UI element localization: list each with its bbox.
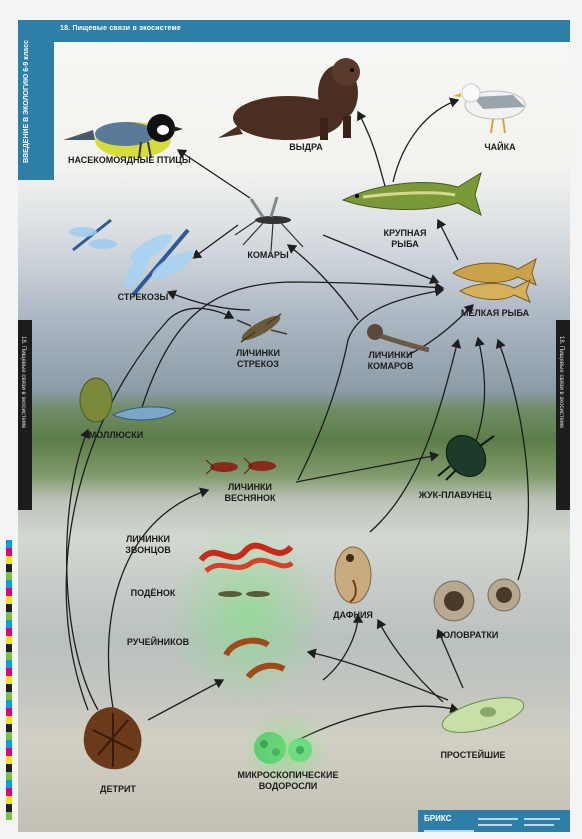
arrow-algae-to-daphnia [323, 615, 358, 680]
food-web-poster: 18. Пищевые связи в экосистеме ВВЕДЕНИЕ … [18, 20, 570, 832]
arrow-detritus-to-molluscs [67, 430, 98, 710]
detritus-icon [78, 705, 148, 775]
color-calibration-strip [6, 540, 12, 820]
footer-line [478, 824, 512, 826]
arrow-stonefly-to-smallfish [298, 290, 443, 480]
stonefly-larva-icon [206, 452, 286, 482]
publisher-logo: БРИКС [424, 814, 451, 823]
label-dragonflies: СТРЕКОЗЫ [103, 292, 183, 303]
label-insect-birds: НАСЕКОМОЯДНЫЕ ПТИЦЫ [68, 155, 178, 166]
label-otter: ВЫДРА [276, 142, 336, 153]
label-mayflies: ПОДЁНОК [118, 588, 188, 599]
dragonfly-larva-icon [231, 308, 291, 348]
label-protozoa: ПРОСТЕЙШИЕ [418, 750, 528, 761]
gull-icon [453, 75, 543, 145]
footer-line [524, 824, 554, 826]
mayfly-larva-icon [214, 586, 274, 602]
diving-beetle-icon [436, 430, 496, 480]
label-gull: ЧАЙКА [470, 142, 530, 153]
arrow-detritus-to-dragonflylarvae [66, 308, 233, 710]
midge-larva-icon [196, 535, 296, 575]
caddis-larva-icon [218, 635, 288, 685]
otter-icon [228, 58, 378, 148]
label-detritus: ДЕТРИТ [83, 784, 153, 795]
label-molluscs: МОЛЛЮСКИ [76, 430, 156, 441]
label-midge-larvae: ЛИЧИНКИ ЗВОНЦОВ [108, 534, 188, 556]
daphnia-icon [328, 540, 378, 610]
label-daphnia: ДАФНИЯ [323, 610, 383, 621]
footer-line [524, 818, 560, 820]
label-caddisflies: РУЧЕЙНИКОВ [108, 637, 208, 648]
label-small-fish: МЕЛКАЯ РЫБА [460, 308, 530, 319]
arrow-detritus-to-stonefly [108, 490, 208, 708]
pike-fish-icon [343, 165, 483, 225]
small-fish-icon [448, 255, 538, 305]
arrow-smallfish-to-bigfish [438, 220, 458, 260]
rotifer-icon [428, 575, 528, 625]
arrow-detritus-to-caddis [148, 680, 223, 720]
mosquito-icon [233, 195, 313, 255]
label-mosquito-larvae: ЛИЧИНКИ КОМАРОВ [353, 350, 428, 372]
label-rotifers: КОЛОВРАТКИ [418, 630, 518, 641]
label-stonefly-larvae: ЛИЧИНКИ ВЕСНЯНОК [210, 482, 290, 504]
label-diving-beetle: ЖУК-ПЛАВУНЕЦ [400, 490, 510, 501]
publisher-footer: БРИКС [418, 810, 570, 832]
footer-line [424, 830, 474, 832]
label-mosquitoes: КОМАРЫ [238, 250, 298, 261]
label-big-fish: КРУПНАЯ РЫБА [370, 228, 440, 250]
dragonfly-icon [63, 210, 203, 300]
footer-line [478, 818, 518, 820]
arrow-protozoa-to-caddis [308, 652, 448, 700]
arrow-rotifers-to-smallfish [498, 340, 528, 580]
protozoa-icon [438, 690, 528, 740]
snail-icon [68, 375, 178, 435]
label-dragonfly-larvae: ЛИЧИНКИ СТРЕКОЗ [223, 348, 293, 370]
label-microalgae: МИКРОСКОПИЧЕСКИЕ ВОДОРОСЛИ [218, 770, 358, 792]
